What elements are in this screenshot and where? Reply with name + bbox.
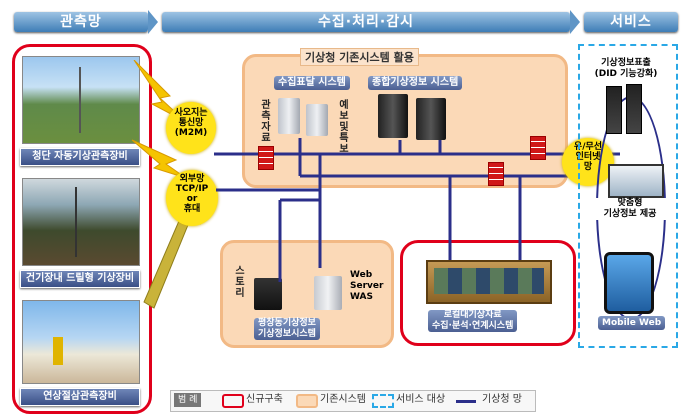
station-photo-2 [22,178,140,266]
header-arrow-mid [570,10,580,34]
station-caption-3: 연상절삼관측장비 [20,388,140,406]
legend-existing-swatch [296,394,318,408]
legend-service-label: 서비스 대상 [396,394,446,405]
legend-existing-label: 기존시스템 [320,394,366,405]
web-server-label: Web Server WAS [350,270,384,302]
storage-system-tag: 평창동기상정보 기상정보시스템 [254,318,320,340]
integrated-server-2 [416,98,446,140]
legend-network-swatch [456,400,476,403]
collect-server-1 [278,98,300,134]
firewall-icon [258,146,274,170]
header-arrow-left [148,10,158,34]
mobile-web-tag: Mobile Web [598,316,666,330]
integrated-server-1 [378,94,408,138]
custom-label: 맞춤형 기상정보 제공 [590,198,670,220]
station-photo-1 [22,56,140,144]
observation-network-box [12,44,152,414]
storage-device [254,278,282,310]
header-service: 서비스 [584,12,678,32]
legend-new-label: 신규구축 [246,394,283,405]
forecast-vertical-label: 예보및특보 [339,100,349,155]
header-observation: 관측망 [14,12,148,32]
display-screen [434,268,544,294]
header-collection: 수집·처리·감시 [162,12,570,32]
collect-server-2 [306,104,328,136]
firewall-icon [488,162,504,186]
collect-system-tag: 수집표달 시스템 [274,76,350,90]
station-caption-2: 건기장내 드릴형 기상장비 [20,270,140,288]
legend-box [170,390,536,412]
existing-system-title: 기상청 기존시스템 활용 [300,48,419,66]
broadcast-system-box [400,240,576,346]
equipment-icon [53,337,63,365]
display-board [426,260,552,304]
observation-data-vertical-label: 관측자료 [261,100,271,144]
wired-network-cloud: 외부망 TCP/IP or 휴대 [166,170,218,226]
mobile-phone-icon [604,252,654,314]
did-kiosk-2 [626,84,642,134]
did-label: 기상정보표출 (DID 기능강화) [594,58,658,79]
custom-display [608,164,664,198]
wired-network-label: 외부망 TCP/IP or 휴대 [175,174,209,214]
mast-icon [79,67,81,133]
legend-new-swatch [222,394,244,408]
broadcast-system-tag: 로컬대기상자료 수집·분석·연계시스템 [428,310,518,332]
mast-icon [75,187,77,257]
did-kiosk-1 [606,86,622,134]
service-target-box [578,44,678,348]
satellite-network-label: 사오지는 통신망 (M2M) [174,108,208,138]
integrated-system-tag: 종합기상정보 시스템 [368,76,463,90]
legend-network-label: 기상청 망 [482,394,522,405]
satellite-network-cloud: 사오지는 통신망 (M2M) [166,102,216,154]
storage-vertical-label: 스토리 [235,266,245,299]
legend-title: 범 례 [174,393,202,407]
station-photo-3 [22,300,140,384]
station-caption-1: 청단 자동기상관측장비 [20,148,140,166]
firewall-icon [530,136,546,160]
web-server-device [314,276,342,310]
legend-service-swatch [372,394,394,408]
internet-label: 유/무선 인터넷 망 [573,142,603,172]
